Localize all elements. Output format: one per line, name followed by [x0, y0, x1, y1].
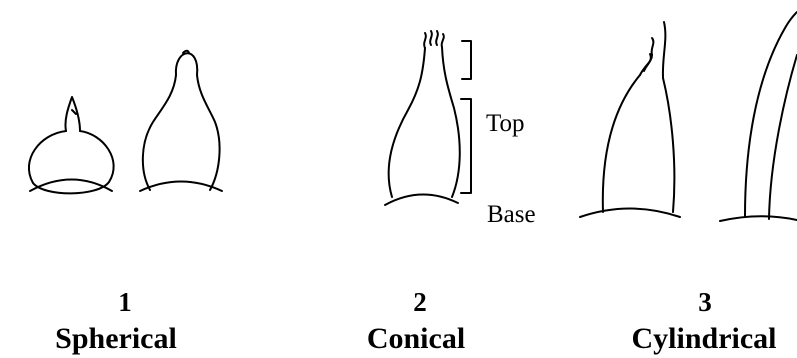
- base-annotation: Base: [487, 201, 536, 228]
- category-label-conical: Conical: [367, 322, 465, 355]
- top-base-bracket: [460, 98, 472, 194]
- conical-shape: [384, 30, 461, 206]
- category-number-2: 2: [413, 287, 427, 317]
- category-number-1: 1: [118, 287, 132, 317]
- category-label-spherical: Spherical: [55, 322, 177, 355]
- spherical-shape-small: [27, 96, 115, 195]
- spherical-shape-large: [139, 49, 223, 192]
- cylindrical-shape-left: [579, 21, 681, 218]
- category-number-3: 3: [698, 287, 712, 317]
- cylindrical-shape-right: [719, 11, 797, 222]
- tip-bracket: [461, 40, 472, 80]
- category-label-cylindrical: Cylindrical: [631, 322, 776, 355]
- top-annotation: Top: [486, 110, 525, 137]
